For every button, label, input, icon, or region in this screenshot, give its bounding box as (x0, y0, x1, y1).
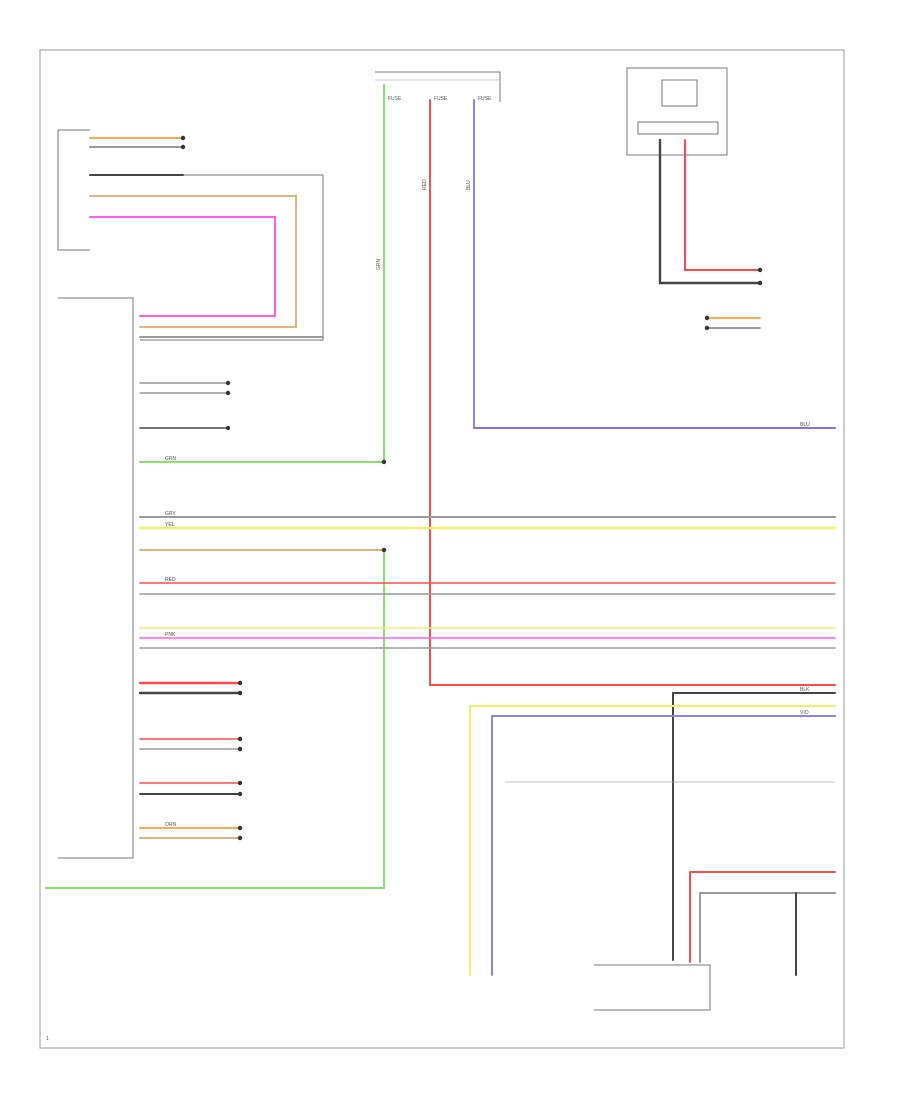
main-module-box (58, 297, 134, 859)
terminals-group (180, 135, 763, 841)
terminal-node-0 (180, 135, 186, 141)
page-number: 1 (46, 1036, 49, 1042)
terminal-node-3 (381, 547, 387, 553)
wire-label-blu-1: BLU (800, 422, 810, 428)
terminal-node-17 (757, 267, 763, 273)
upper-right-module-plate (637, 121, 719, 135)
fuse-label-3: FUSE (478, 96, 492, 102)
terminal-node-7 (237, 680, 243, 686)
terminal-node-10 (237, 746, 243, 752)
return-loop-box (90, 174, 324, 341)
upper-right-module-inner (661, 79, 698, 107)
wire-label-red-v: RED (422, 179, 428, 190)
terminal-node-8 (237, 690, 243, 696)
terminal-node-15 (704, 315, 710, 321)
wire-label-org-1: ORN (165, 822, 177, 828)
wire-label-grn-v: GRN (376, 259, 382, 271)
text-group: FUSE FUSE FUSE GRY YEL RED GRN PNK ORN BLU VIO BLK G… (165, 96, 810, 828)
terminal-node-18 (757, 280, 763, 286)
red-ur-wire (684, 139, 761, 271)
terminal-node-14 (237, 835, 243, 841)
terminal-node-5 (225, 390, 231, 396)
wire-label-red-1: RED (165, 577, 176, 583)
instrument-cluster-box (57, 129, 90, 251)
upper-right-module-box (626, 67, 728, 156)
wire-label-pnk-1: PNK (165, 632, 176, 638)
green-return (45, 549, 385, 889)
fuse-label-1: FUSE (388, 96, 402, 102)
lower-centre-module-box (594, 964, 711, 1011)
wires-group (45, 84, 837, 976)
terminal-node-6 (225, 425, 231, 431)
terminal-node-1 (180, 144, 186, 150)
wire-label-blu-v: BLU (466, 180, 472, 190)
terminal-node-2 (381, 459, 387, 465)
terminal-node-16 (704, 325, 710, 331)
terminal-node-13 (237, 825, 243, 831)
terminal-node-9 (237, 736, 243, 742)
tan-loop-wire (89, 195, 297, 328)
magenta-loop-wire (89, 216, 276, 317)
fuse-label-2: FUSE (434, 96, 448, 102)
wire-label-yel-1: YEL (165, 522, 175, 528)
dark-ur-wire (658, 138, 762, 285)
wire-label-grn-1: GRN (165, 456, 177, 462)
terminal-node-12 (237, 791, 243, 797)
red-trunk-wire (429, 99, 836, 686)
diagram-frame (39, 49, 845, 1049)
terminal-node-4 (225, 380, 231, 386)
wire-label-gry-1: GRY (165, 511, 176, 517)
top-connector-box (375, 71, 501, 102)
blue-trunk-wire (473, 99, 836, 429)
wire-label-vio-1: VIO (800, 710, 809, 716)
wire-label-blk-1: BLK (800, 687, 810, 693)
terminal-node-11 (237, 780, 243, 786)
